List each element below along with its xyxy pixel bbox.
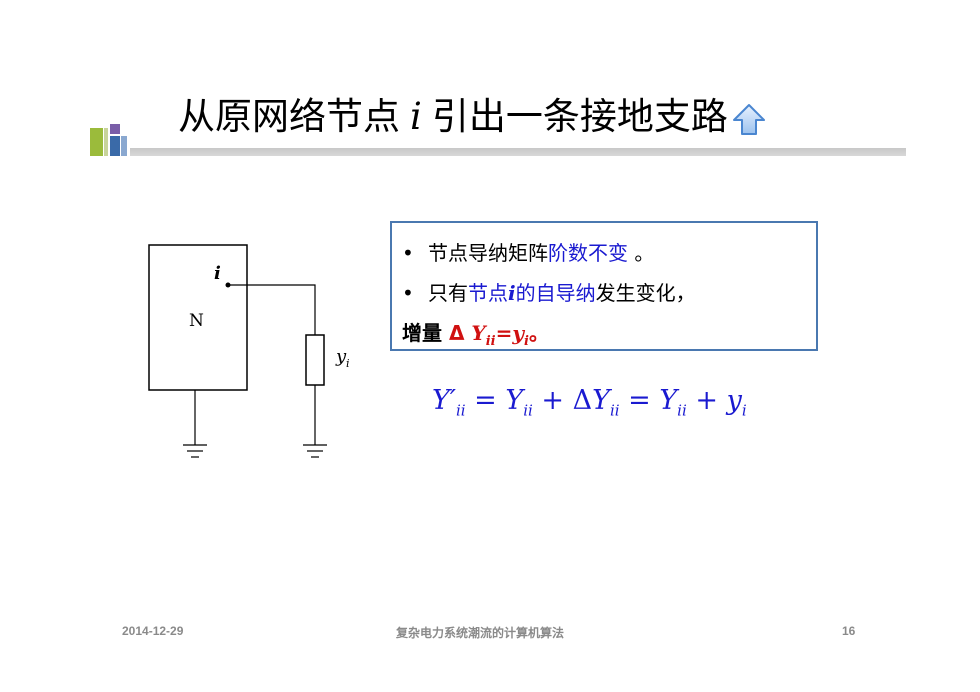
highlight-blue: 阶数不变 — [548, 241, 628, 265]
formula-delta: Δ — [572, 385, 593, 416]
formula-subscript: ii — [455, 401, 466, 420]
node-variable: i — [508, 281, 516, 305]
formula-subscript: ii — [677, 401, 687, 420]
network-label: N — [189, 311, 204, 331]
text-segment: 增量 — [402, 321, 442, 345]
admittance-formula: Y′ii = Yii + ΔYii = Yii + yi — [432, 385, 747, 419]
title-text-prefix: 从原网络节点 — [178, 95, 400, 138]
bullet-marker: • — [402, 281, 414, 305]
formula-term: Y — [505, 385, 524, 416]
highlight-blue: 的自导纳 — [515, 281, 596, 305]
formula-operator: + — [686, 385, 727, 416]
node-label: i — [214, 263, 221, 284]
formula-term: Y — [659, 385, 678, 416]
subscript: ii — [485, 334, 496, 349]
formula-operator: = — [619, 385, 660, 416]
formula-operator: = — [465, 385, 506, 416]
subscript: i — [523, 334, 529, 349]
bullet-item-1: • 节点导纳矩阵阶数不变 。 — [402, 239, 654, 267]
footer-course-title: 复杂电力系统潮流的计算机算法 — [396, 626, 565, 640]
text-segment: 。 — [628, 241, 655, 265]
up-arrow-icon[interactable] — [732, 100, 766, 135]
admittance-label: y — [335, 346, 347, 367]
title-node-variable: i — [410, 95, 422, 138]
equation-part: =y — [495, 321, 524, 345]
footer-date: 2014-12-29 — [122, 624, 184, 638]
formula-subscript: ii — [523, 401, 533, 420]
slide-title: 从原网络节点 i 引出一条接地支路 — [178, 92, 766, 142]
delta-symbol: Δ — [448, 321, 472, 345]
formula-subscript: ii — [609, 401, 620, 420]
highlight-blue: 节点 — [468, 281, 508, 305]
footer-page-number: 16 — [842, 624, 856, 638]
bullet-item-2: • 只有节点i的自导纳发生变化， — [402, 279, 696, 307]
text-segment: 发生变化， — [595, 281, 696, 305]
text-segment: 只有 — [428, 281, 468, 305]
text-segment: 。 — [528, 321, 549, 345]
text-segment: 节点导纳矩阵 — [428, 241, 548, 265]
logo-icon — [90, 124, 127, 156]
admittance-symbol: Y — [471, 321, 486, 345]
title-divider — [130, 148, 906, 156]
formula-term: Y — [592, 385, 610, 416]
bullet-marker: • — [402, 241, 414, 265]
admittance-subscript: i — [346, 357, 350, 370]
formula-term: Y′ — [432, 385, 456, 416]
formula-operator: + — [532, 385, 573, 416]
circuit-diagram: i N y i — [148, 244, 350, 458]
formula-subscript: i — [741, 401, 747, 420]
title-text-suffix: 引出一条接地支路 — [431, 95, 728, 138]
formula-term: y — [726, 385, 742, 416]
info-box: •节点导纳矩阵阶数不变 。 •只有节点i的自导纳发生变化， 增量 Δ Yii=y… — [390, 221, 818, 351]
increment-line: 增量 Δ Yii=yi。 — [402, 319, 549, 356]
